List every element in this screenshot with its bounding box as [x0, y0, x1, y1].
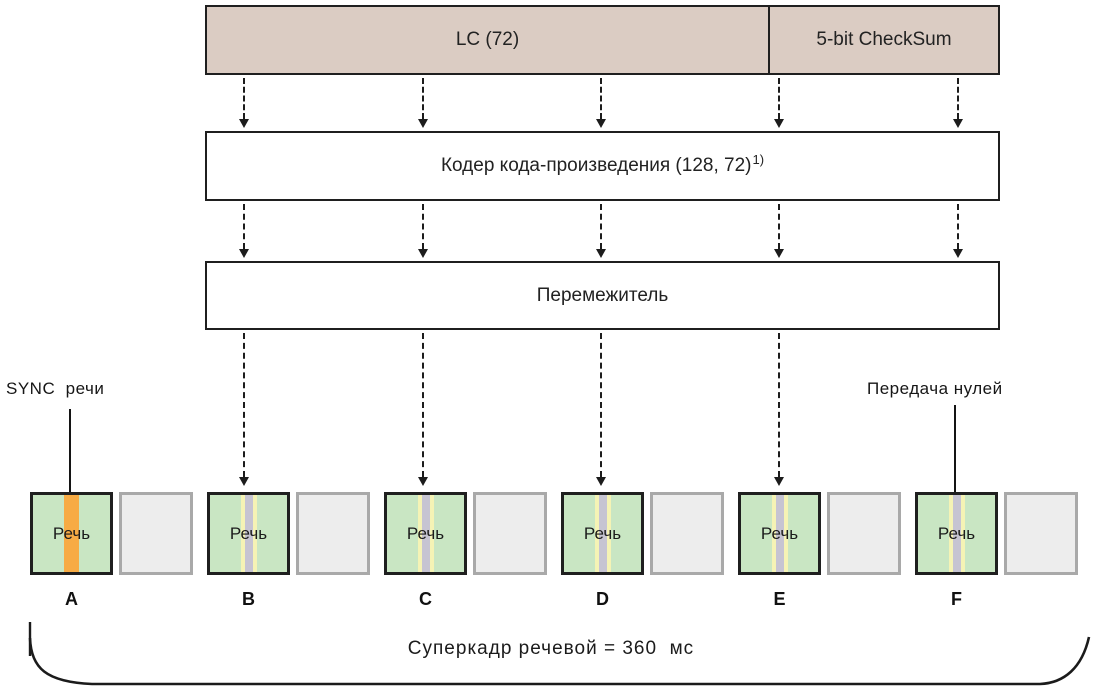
arrowhead-icon: [596, 249, 606, 258]
speech-frame: Речь D: [561, 492, 644, 610]
lc-field-label: LC (72): [455, 29, 520, 50]
speech-frame-box: Речь: [384, 492, 467, 575]
empty-frame: [296, 492, 370, 575]
arrowhead-icon: [418, 477, 428, 486]
arrowhead-icon: [774, 477, 784, 486]
arrow-shaft: [600, 204, 602, 249]
zeros-callout-label: Передача нулей: [867, 379, 1003, 398]
frame-stripe: [594, 495, 611, 572]
superframe-row: Речь A Речь B Речь C Речь D Речь E Речь …: [30, 492, 1092, 610]
arrow-shaft: [778, 333, 780, 477]
coder-box-label: Кодер кода-произведения (128, 72)1): [440, 151, 765, 177]
speech-frame: Речь B: [207, 492, 290, 610]
interleaver-box: Перемежитель: [205, 261, 1000, 330]
arrow-shaft: [778, 204, 780, 249]
empty-frame: [473, 492, 547, 575]
arrow-shaft: [957, 78, 959, 119]
frame-letter: F: [951, 589, 962, 609]
speech-frame-box: Речь: [30, 492, 113, 575]
speech-frame-label: Речь: [937, 523, 976, 543]
arrow-shaft: [243, 204, 245, 249]
lc-field: LC (72): [207, 7, 770, 73]
product-code-coder-box: Кодер кода-произведения (128, 72)1): [205, 131, 1000, 201]
frame-letter: A: [65, 589, 78, 609]
speech-frame-box: Речь: [915, 492, 998, 575]
empty-frame: [1004, 492, 1078, 575]
speech-frame-label: Речь: [52, 523, 91, 543]
speech-frame-label: Речь: [229, 523, 268, 543]
arrow-shaft: [422, 78, 424, 119]
empty-frame: [650, 492, 724, 575]
arrow-shaft: [243, 78, 245, 119]
speech-frame: Речь E: [738, 492, 821, 610]
arrow-shaft: [778, 78, 780, 119]
arrow-shaft: [957, 204, 959, 249]
empty-frame: [827, 492, 901, 575]
speech-frame-label: Речь: [583, 523, 622, 543]
checksum-field-label: 5-bit CheckSum: [816, 29, 952, 50]
arrow-shaft: [422, 333, 424, 477]
coder-box-label-text: Кодер кода-произведения (128, 72): [440, 155, 752, 176]
frame-stripe: [417, 495, 434, 572]
sync-callout-line: [69, 409, 71, 493]
speech-frame-box: Речь: [561, 492, 644, 575]
lc-checksum-box: LC (72) 5-bit CheckSum: [205, 5, 1000, 75]
speech-frame-box: Речь: [738, 492, 821, 575]
superframe-caption: Суперкадр речевой = 360 мс: [407, 638, 695, 659]
speech-frame-label: Речь: [760, 523, 799, 543]
arrowhead-icon: [239, 249, 249, 258]
arrow-shaft: [600, 78, 602, 119]
checksum-field: 5-bit CheckSum: [770, 7, 998, 73]
arrowhead-icon: [418, 119, 428, 128]
arrowhead-icon: [239, 477, 249, 486]
frame-letter: B: [242, 589, 255, 609]
frame-letter: C: [419, 589, 432, 609]
footnote-mark: 1): [752, 151, 765, 167]
arrowhead-icon: [953, 119, 963, 128]
speech-frame-label: Речь: [406, 523, 445, 543]
arrow-shaft: [600, 333, 602, 477]
zeros-callout-line: [954, 405, 956, 493]
frame-stripe: [240, 495, 257, 572]
arrow-shaft: [243, 333, 245, 477]
frame-letter: E: [773, 589, 786, 609]
frame-stripe: [63, 495, 79, 572]
frame-stripe: [948, 495, 965, 572]
speech-frame: Речь F: [915, 492, 998, 610]
arrow-shaft: [422, 204, 424, 249]
speech-frame: Речь C: [384, 492, 467, 610]
frame-stripe: [771, 495, 788, 572]
arrowhead-icon: [596, 119, 606, 128]
arrowhead-icon: [953, 249, 963, 258]
interleaver-box-label: Перемежитель: [536, 284, 669, 306]
arrowhead-icon: [774, 119, 784, 128]
speech-frame-box: Речь: [207, 492, 290, 575]
arrowhead-icon: [774, 249, 784, 258]
sync-callout-label: SYNC речи: [6, 379, 105, 398]
arrowhead-icon: [596, 477, 606, 486]
arrowhead-icon: [418, 249, 428, 258]
speech-frame: Речь A: [30, 492, 113, 610]
arrowhead-icon: [239, 119, 249, 128]
empty-frame: [119, 492, 193, 575]
frame-letter: D: [596, 589, 609, 609]
